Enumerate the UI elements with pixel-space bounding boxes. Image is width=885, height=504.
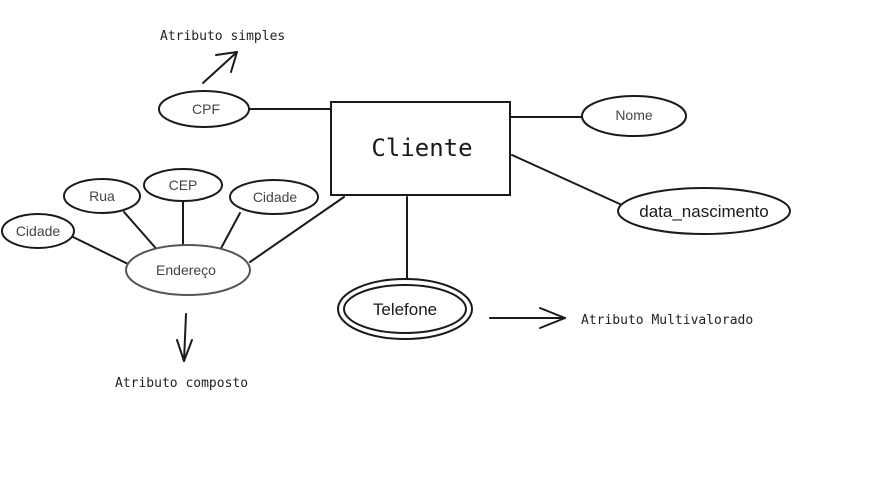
note-atributo-multivalorado: Atributo Multivalorado [581, 313, 753, 328]
connector-cidade-right [218, 212, 241, 253]
attribute-data-nascimento [617, 187, 791, 235]
attribute-cidade-right [229, 179, 319, 215]
attribute-cidade-left-label: Cidade [16, 223, 61, 239]
attribute-nome-label: Nome [615, 107, 653, 123]
attribute-telefone-inner [343, 284, 467, 334]
attribute-endereco-label: Endereço [156, 262, 216, 278]
connector-endereco [249, 196, 345, 263]
attribute-rua [63, 178, 141, 214]
arrow-right-icon [489, 307, 566, 329]
arrow-down-icon [176, 313, 193, 362]
attribute-telefone-label: Telefone [373, 300, 437, 319]
entity-cliente-box [330, 101, 511, 196]
attribute-cidade-right-label: Cidade [253, 189, 298, 205]
attribute-cpf-label: CPF [192, 101, 220, 117]
attribute-cep-label: CEP [169, 177, 198, 193]
attribute-nome [581, 95, 687, 137]
connector-rua [123, 211, 161, 254]
attribute-cidade-left [1, 213, 75, 249]
attribute-rua-label: Rua [89, 188, 115, 204]
connector-data-nascimento [511, 154, 623, 206]
note-atributo-simples: Atributo simples [160, 29, 285, 44]
arrow-up-icon [202, 51, 238, 84]
entity-cliente-label: Cliente [371, 134, 472, 162]
note-atributo-composto: Atributo composto [115, 376, 248, 391]
attribute-data-nascimento-label: data_nascimento [639, 202, 768, 221]
attribute-cep [143, 168, 223, 202]
attribute-cpf [158, 90, 250, 128]
attribute-endereco [125, 244, 251, 296]
connector-cidade-left [70, 235, 129, 265]
